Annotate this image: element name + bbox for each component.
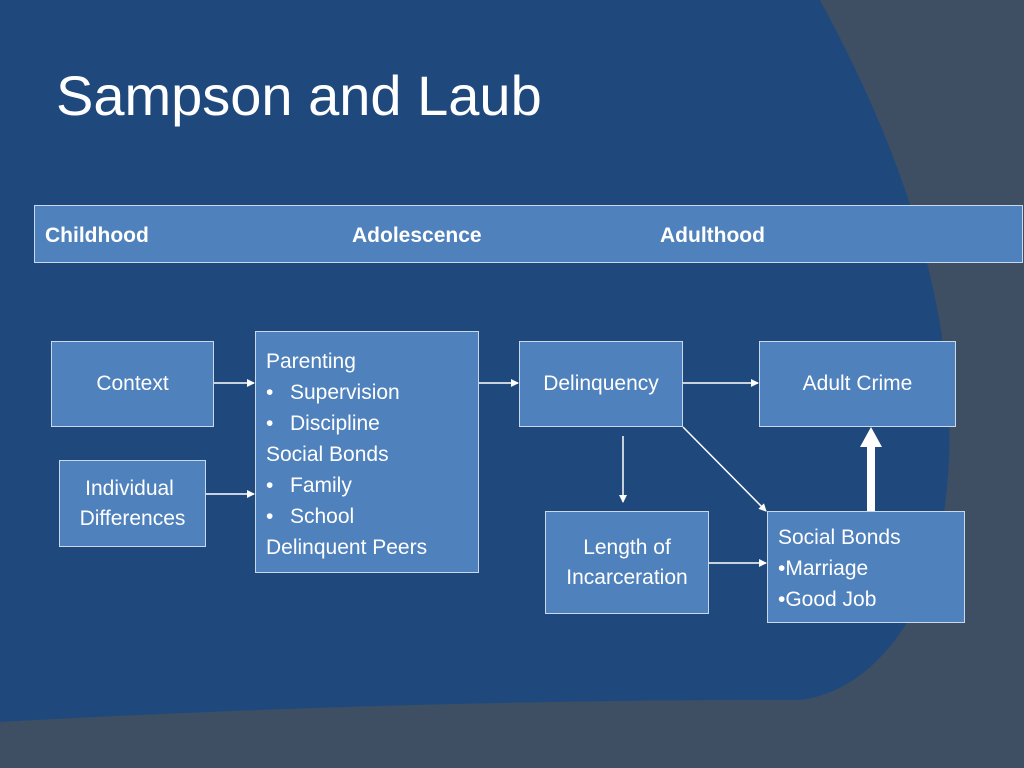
stage-adulthood: Adulthood	[660, 224, 765, 247]
incarceration-line-2: Incarceration	[566, 565, 688, 589]
adult-social-bonds-node: Social Bonds •Marriage •Good Job	[767, 511, 965, 623]
timeline-bar: Childhood Adolescence Adulthood	[34, 205, 1023, 263]
adult-social-bonds-heading: Social Bonds	[778, 526, 901, 549]
delinquency-node: Delinquency	[519, 341, 683, 427]
parenting-bullet-item: •Discipline	[266, 412, 380, 435]
length-of-incarceration-node: Length of Incarceration	[545, 511, 709, 614]
parenting-heading: Parenting	[266, 350, 356, 373]
context-label: Context	[96, 372, 169, 395]
social-bonds-bullet-item: •School	[266, 505, 355, 528]
adult-crime-label: Adult Crime	[802, 372, 913, 395]
adult-social-bonds-item: •Good Job	[778, 588, 877, 611]
parenting-node: Parenting •Supervision •Discipline Socia…	[255, 331, 479, 573]
social-bonds-bullet-item: •Family	[266, 474, 352, 497]
individual-differences-node: Individual Differences	[59, 460, 206, 547]
individual-differences-line-1: Individual	[85, 476, 174, 500]
slide-title: Sampson and Laub	[56, 64, 542, 127]
delinquency-label: Delinquency	[543, 372, 659, 395]
adult-crime-node: Adult Crime	[759, 341, 956, 427]
individual-differences-line-2: Differences	[79, 506, 186, 530]
delinquent-peers-heading: Delinquent Peers	[266, 536, 428, 559]
social-bonds-heading: Social Bonds	[266, 443, 389, 466]
adult-social-bonds-item: •Marriage	[778, 557, 869, 580]
parenting-bullet-item: •Supervision	[266, 381, 400, 404]
incarceration-line-1: Length of	[583, 535, 671, 559]
stage-childhood: Childhood	[45, 224, 149, 247]
context-node: Context	[51, 341, 214, 427]
stage-adolescence: Adolescence	[352, 224, 482, 247]
